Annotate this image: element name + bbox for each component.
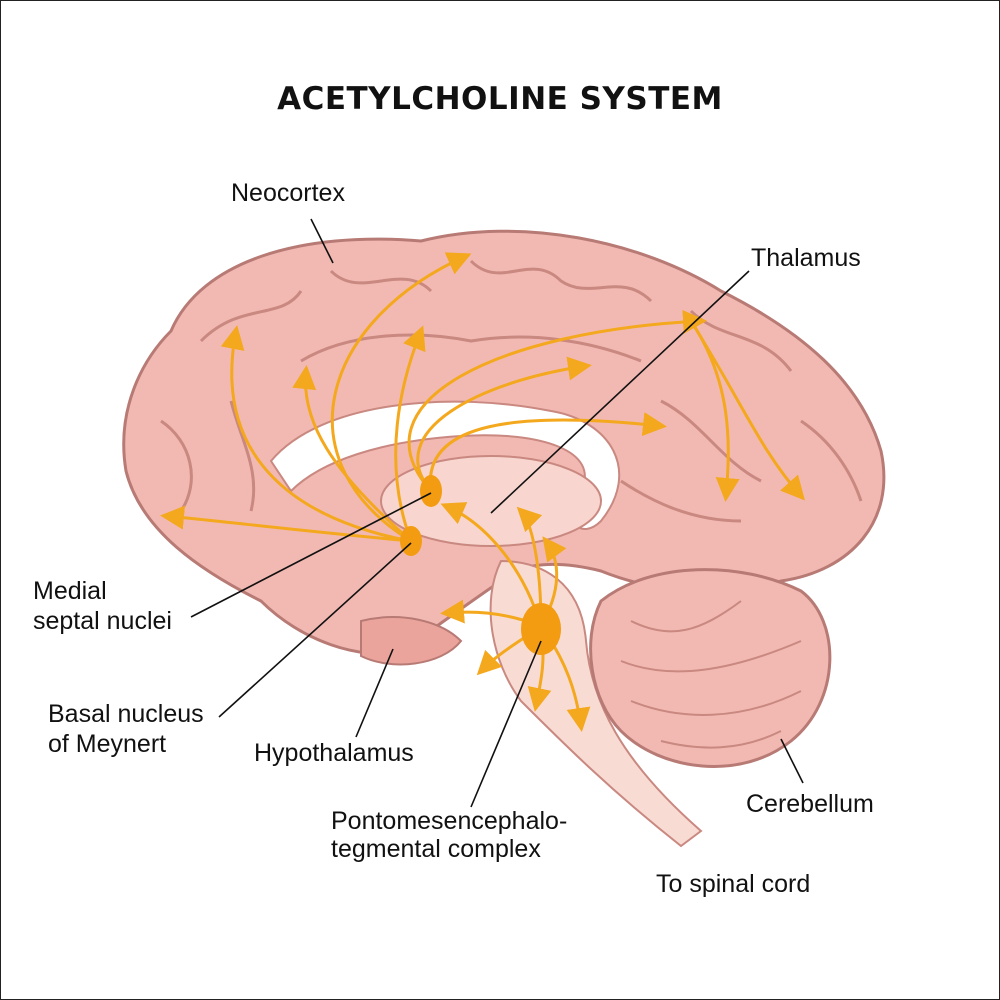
- basal-nucleus-meynert: [400, 526, 422, 556]
- medial-septal-nucleus: [420, 475, 442, 507]
- label-hypothalamus: Hypothalamus: [254, 739, 414, 767]
- label-medial-septal-1: Medial: [33, 577, 107, 605]
- gyri: [160, 259, 863, 523]
- label-cerebellum: Cerebellum: [746, 790, 874, 818]
- diagram-title: ACETYLCHOLINE SYSTEM: [277, 81, 723, 117]
- label-medial-septal-2: septal nuclei: [33, 607, 172, 635]
- label-neocortex: Neocortex: [231, 179, 345, 207]
- cholinergic-pathways: [160, 252, 805, 732]
- label-basal-2: of Meynert: [48, 730, 167, 758]
- label-spinal-cord: To spinal cord: [656, 870, 811, 898]
- label-thalamus: Thalamus: [751, 244, 861, 272]
- pontomesencephalotegmental-nucleus: [521, 603, 561, 655]
- corpus-callosum: [269, 400, 621, 531]
- label-ppt-1: Pontomesencephalo-: [331, 807, 568, 835]
- label-ppt-2: tegmental complex: [331, 835, 541, 863]
- label-basal-1: Basal nucleus: [48, 700, 204, 728]
- hypothalamus-region: [360, 616, 463, 666]
- leader-lines: [190, 218, 804, 808]
